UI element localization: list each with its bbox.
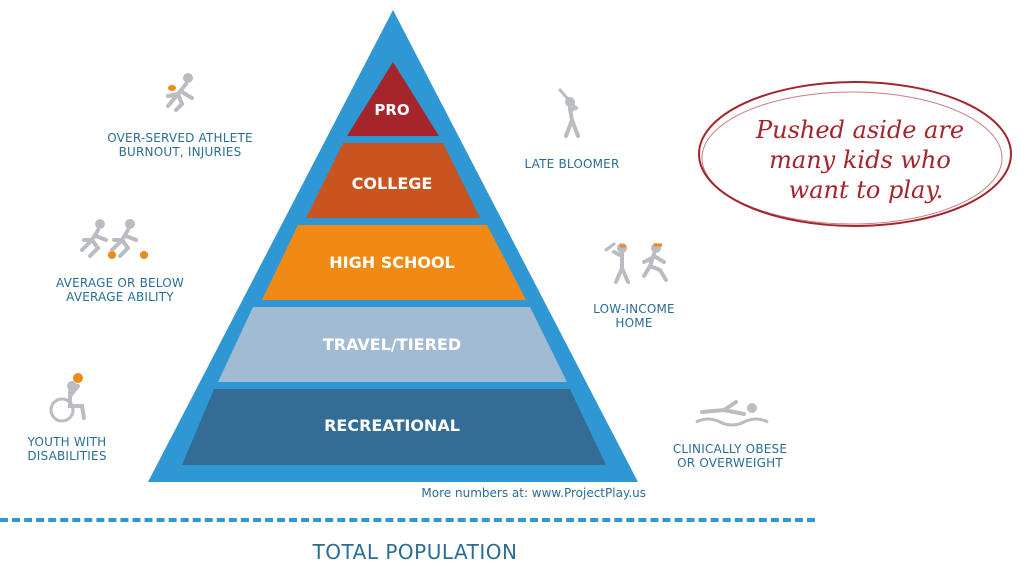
callout-bubble: Pushed aside are many kids who want to p… [698, 81, 1012, 227]
youth-disabilities-label: YOUTH WITH DISABILITIES [27, 435, 107, 463]
tier-high-school-label: HIGH SCHOOL [329, 253, 455, 272]
swimmer-icon [695, 400, 769, 427]
tier-recreational [182, 389, 606, 465]
population-divider [0, 518, 815, 522]
batter-icon [558, 88, 580, 138]
average-ability-label: AVERAGE OR BELOW AVERAGE ABILITY [56, 276, 184, 304]
callout-line-3: want to play. [789, 176, 944, 204]
callout-line-2: many kids who [769, 146, 951, 174]
baseball-players-icon [604, 242, 668, 284]
tier-recreational-label: RECREATIONAL [324, 416, 460, 435]
tier-high-school [262, 225, 526, 300]
tier-travel [218, 307, 567, 382]
soccer-players-icon [80, 219, 148, 259]
tier-college-label: COLLEGE [352, 174, 433, 193]
tier-college [306, 143, 480, 218]
tier-pro [347, 62, 439, 136]
wheelchair-basketball-icon [49, 373, 86, 423]
football-runner-icon [166, 73, 194, 112]
total-population-label: TOTAL POPULATION [312, 540, 518, 564]
late-bloomer-label: LATE BLOOMER [524, 157, 620, 171]
low-income-label: LOW-INCOME HOME [593, 302, 675, 330]
over-served-athlete-label: OVER-SERVED ATHLETE BURNOUT, INJURIES [107, 131, 253, 159]
tier-travel-label: TRAVEL/TIERED [323, 335, 461, 354]
callout-line-1: Pushed aside are [755, 116, 964, 144]
project-play-link[interactable]: More numbers at: www.ProjectPlay.us [421, 486, 646, 500]
obese-overweight-label: CLINICALLY OBESE OR OVERWEIGHT [672, 442, 788, 470]
tier-pro-label: PRO [374, 101, 409, 119]
